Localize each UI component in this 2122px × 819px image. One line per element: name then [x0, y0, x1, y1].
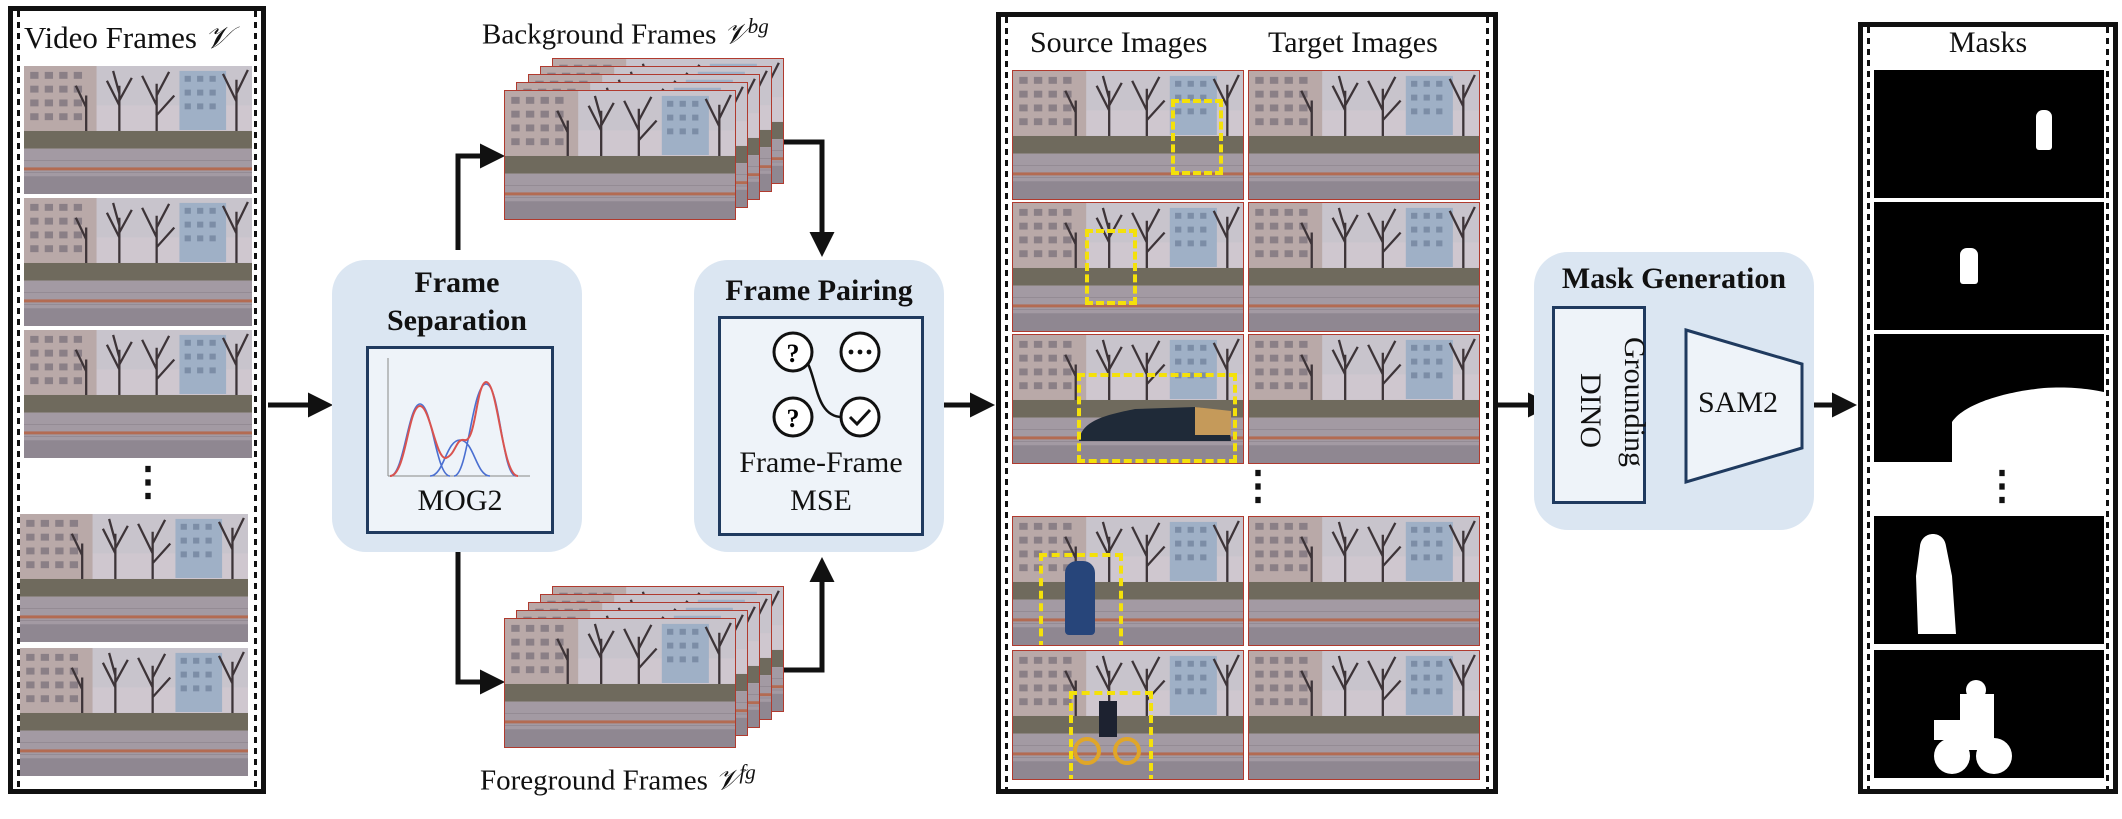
target-image-5: [1248, 650, 1480, 780]
source-image-1: [1012, 70, 1244, 200]
mask-5: [1874, 650, 2104, 778]
frame-separation-title-line1: Frame: [414, 266, 500, 299]
background-frame-front: [504, 90, 736, 220]
target-image-1: [1248, 70, 1480, 200]
source-images-title: Source Images: [1030, 26, 1208, 59]
highlight-box: [1077, 373, 1237, 463]
mask-3: [1874, 334, 2104, 462]
arrow-background-to-pairing: [782, 139, 835, 257]
sam2-label: SAM2: [1698, 386, 1779, 419]
highlight-box: [1069, 691, 1153, 779]
car-object: [1079, 407, 1231, 441]
grounding-dino-box: Grounding DINO: [1552, 306, 1651, 504]
question-icon: [772, 331, 814, 373]
frame-separation-title-line2: Separation: [386, 304, 527, 337]
frame-pairing-box: [718, 316, 924, 536]
foreground-frames-title: Foreground Frames 𝒱fg: [480, 760, 756, 797]
target-image-3: [1248, 334, 1480, 464]
background-frames-title: Background Frames 𝒱bg: [482, 14, 769, 51]
highlight-box: [1039, 553, 1123, 645]
frame-pairing-title: Frame Pairing: [725, 274, 913, 307]
svg-text:?: ?: [787, 339, 800, 368]
video-frames-ellipsis: ⋮: [128, 459, 168, 504]
source-image-5: [1012, 650, 1244, 780]
arrow-foreground-to-pairing: [782, 557, 835, 673]
mask-shape: [1934, 680, 2012, 774]
person-object: [1065, 561, 1095, 635]
pairs-ellipsis: ⋮: [1238, 463, 1278, 508]
source-image-3: [1012, 334, 1244, 464]
masks-title: Masks: [1948, 26, 2028, 59]
mask-shape: [2036, 110, 2052, 150]
question-icon: [772, 396, 814, 438]
highlight-box: [1171, 99, 1223, 175]
arrow-separation-to-background: [455, 143, 505, 250]
background-frames-superscript: bg: [747, 14, 769, 38]
mask-1: [1874, 70, 2104, 198]
grounding-dino-label-line1: Grounding: [1618, 337, 1651, 467]
mask-shape: [1960, 248, 1978, 284]
source-image-4: [1012, 516, 1244, 646]
foreground-frames-superscript: fg: [739, 760, 756, 784]
source-image-2: [1012, 202, 1244, 332]
foreground-frame-front: [504, 618, 736, 748]
video-frames-symbol: 𝒱: [204, 20, 231, 55]
frame-pairing-icons: ? ?: [772, 331, 881, 438]
mask-4: [1874, 516, 2104, 644]
grounding-dino-label-line2: DINO: [1574, 373, 1607, 448]
mask-generation-title: Mask Generation: [1561, 262, 1787, 295]
cyclist-object: [1073, 701, 1141, 765]
video-frames-title: Video Frames 𝒱: [24, 20, 231, 55]
frame-pairing-method-line1: Frame-Frame: [739, 446, 903, 479]
frame-pairing-method-line2: MSE: [790, 484, 852, 517]
target-image-2: [1248, 202, 1480, 332]
mask-2: [1874, 202, 2104, 330]
target-image-4: [1248, 516, 1480, 646]
masks-ellipsis: ⋮: [1982, 463, 2022, 508]
svg-text:?: ?: [787, 404, 800, 433]
mog2-gaussian-plot: [387, 358, 530, 477]
check-icon: [839, 396, 881, 438]
mask-shape: [1952, 387, 2104, 462]
mask-shape: [1916, 534, 1956, 634]
sam2-trapezoid: [1684, 327, 1804, 485]
arrow-separation-to-foreground: [455, 550, 505, 695]
target-images-title: Target Images: [1268, 26, 1438, 59]
highlight-box: [1085, 229, 1137, 305]
mog2-label: MOG2: [417, 484, 503, 517]
mog2-red-mixture: [389, 380, 519, 477]
mog2-blue-component-3: [453, 383, 517, 477]
